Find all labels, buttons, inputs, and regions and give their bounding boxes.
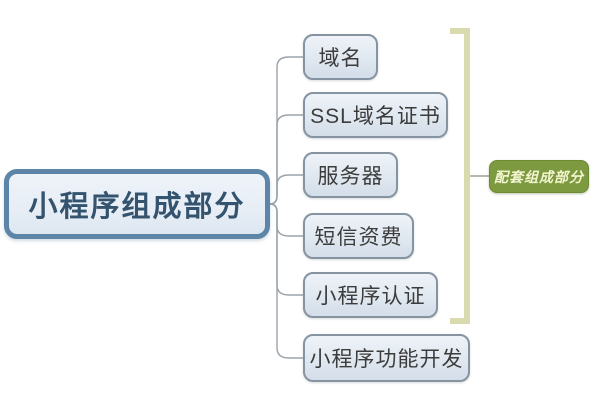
branch-line-domain <box>269 56 303 205</box>
branch-line-sms-fee <box>269 203 303 237</box>
branch-line-feature-dev <box>269 203 303 359</box>
node-ssl-cert[interactable]: SSL域名证书 <box>303 92 448 138</box>
node-server[interactable]: 服务器 <box>303 152 398 198</box>
node-mini-program-auth[interactable]: 小程序认证 <box>303 272 438 318</box>
node-sms-fee[interactable]: 短信资费 <box>303 213 414 259</box>
grouping-bracket <box>450 28 470 324</box>
root-node-mini-program-components[interactable]: 小程序组成部分 <box>4 169 270 239</box>
branch-line-auth <box>269 203 303 296</box>
node-domain[interactable]: 域名 <box>303 34 378 80</box>
supporting-components-label[interactable]: 配套组成部分 <box>489 160 589 193</box>
branch-line-ssl-cert <box>269 114 303 205</box>
branch-line-server <box>269 174 303 205</box>
node-feature-dev[interactable]: 小程序功能开发 <box>303 334 470 382</box>
